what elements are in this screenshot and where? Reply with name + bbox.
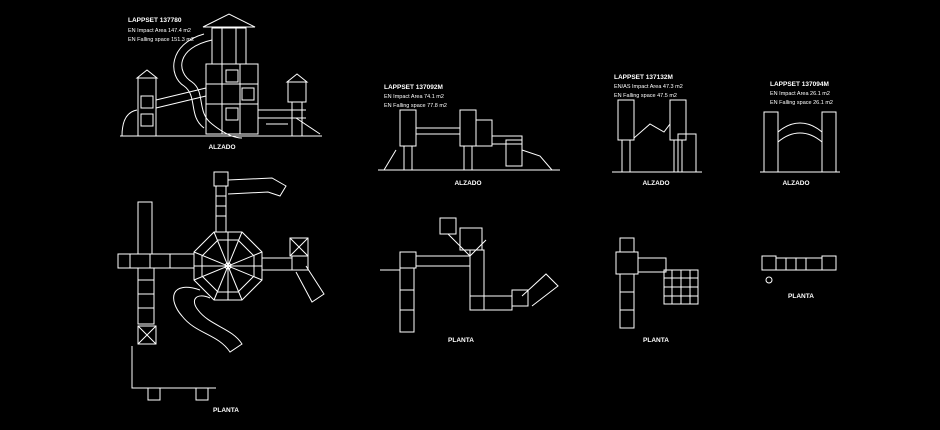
unit-4-elevation-label: ALZADO: [782, 180, 809, 187]
unit-3-bridge: [634, 124, 670, 138]
unit-3-elevation: [612, 100, 702, 172]
unit-4-labels: LAPPSET 137094M EN Impact Area 26.1 m2 E…: [770, 81, 833, 300]
unit-1-elevation-label: ALZADO: [208, 144, 235, 151]
unit-2-elevation-label: ALZADO: [454, 180, 481, 187]
centre-post: [225, 263, 231, 269]
unit-3-plan: [616, 238, 698, 328]
right-slide-plan: [296, 266, 324, 302]
right-ramp: [296, 118, 320, 134]
unit-1-info-1: EN Falling space 151.3 m2: [128, 37, 194, 43]
unit-3-info-0: EN/AS Impact Area 47.3 m2: [614, 84, 683, 90]
unit-1-labels: LAPPSET 137780 EN Impact Area 147.4 m2 E…: [128, 17, 239, 414]
unit-3-tower-left: [618, 100, 634, 140]
left-slide-plan: [138, 202, 152, 254]
unit-2-plan-slide: [522, 274, 558, 306]
unit-3-labels: LAPPSET 137132M EN/AS Impact Area 47.3 m…: [614, 74, 683, 344]
unit-1-info-0: EN Impact Area 147.4 m2: [128, 28, 191, 34]
unit-3-info-1: EN Falling space 47.5 m2: [614, 93, 677, 99]
fence-line: [132, 346, 216, 388]
unit-2-info-0: EN Impact Area 74.1 m2: [384, 94, 444, 100]
unit-4-arch: [778, 123, 822, 132]
unit-3-elevation-label: ALZADO: [642, 180, 669, 187]
unit-2-right-slide: [522, 150, 552, 170]
unit-2-left-slide: [384, 150, 396, 170]
tube-slide: [182, 40, 242, 138]
unit-4-code: LAPPSET 137094M: [770, 81, 829, 88]
unit-1-code: LAPPSET 137780: [128, 17, 182, 24]
unit-2-labels: LAPPSET 137092M EN Impact Area 74.1 m2 E…: [384, 84, 482, 344]
unit-4-info-1: EN Falling space 26.1 m2: [770, 100, 833, 106]
unit-1-plan-label: PLANTA: [213, 407, 239, 414]
unit-3-plan-label: PLANTA: [643, 337, 669, 344]
unit-3-code: LAPPSET 137132M: [614, 74, 673, 81]
unit-4-plan-label: PLANTA: [788, 293, 814, 300]
unit-2-info-1: EN Falling space 77.8 m2: [384, 103, 447, 109]
unit-2-plan-label: PLANTA: [448, 337, 474, 344]
top-tube-slide: [228, 178, 286, 196]
bottom-tube-slide: [174, 287, 242, 352]
unit-4-info-0: EN Impact Area 26.1 m2: [770, 91, 830, 97]
unit-4-elevation: [760, 112, 840, 172]
unit-2-elevation: [378, 110, 560, 170]
tower-body: [206, 64, 258, 134]
left-bridge: [118, 254, 194, 268]
unit-2-code: LAPPSET 137092M: [384, 84, 443, 91]
unit-4-plan: [762, 256, 836, 283]
unit-2-plan: [380, 218, 558, 332]
left-slide: [122, 110, 137, 136]
unit-1-elevation: [120, 14, 322, 138]
unit-1-plan: [118, 172, 324, 400]
